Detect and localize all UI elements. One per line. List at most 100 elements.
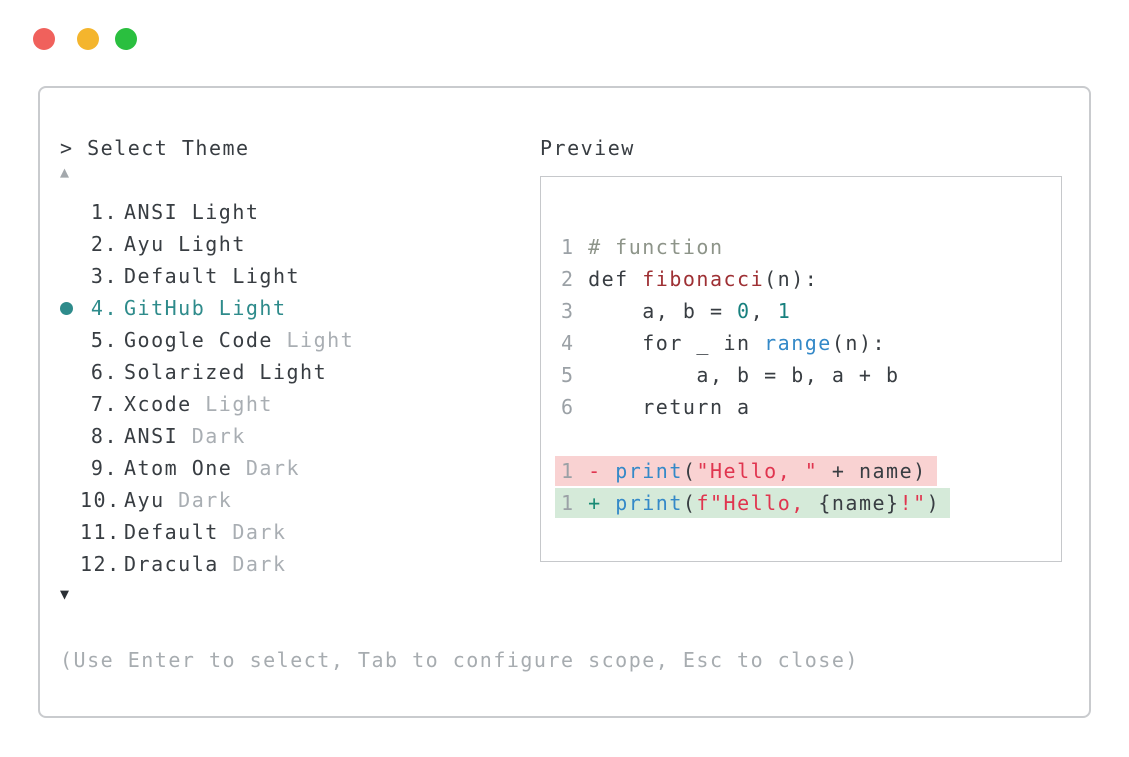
theme-item-number: 1. <box>90 200 118 224</box>
code-token-string: f"Hello, <box>696 491 819 515</box>
line-number: 1 <box>561 491 589 515</box>
code-token-num: 0 <box>737 299 751 323</box>
theme-variant: Dark <box>232 520 287 544</box>
theme-variant: Dark <box>245 456 301 480</box>
theme-item-label: Xcode Light <box>124 392 273 416</box>
theme-name: Ayu <box>124 488 179 512</box>
theme-item-default-dark[interactable]: 11.Default Dark <box>60 516 510 548</box>
theme-name: Google Code <box>124 328 287 352</box>
code-token-plain: (n): <box>764 267 819 291</box>
zoom-button-icon[interactable] <box>115 28 137 50</box>
theme-item-number: 6. <box>90 360 118 384</box>
code-token-func: fibonacci <box>642 267 765 291</box>
theme-item-number: 2. <box>90 232 118 256</box>
theme-name: Dracula <box>124 552 233 576</box>
theme-item-default-light[interactable]: 3.Default Light <box>60 260 510 292</box>
code-token-plus: + <box>588 491 616 515</box>
theme-item-number: 10. <box>80 488 121 512</box>
theme-name: Solarized <box>124 360 260 384</box>
code-line-content: 1 - print("Hello, " + name) <box>555 456 937 486</box>
theme-name: ANSI <box>124 200 192 224</box>
theme-item-label: ANSI Dark <box>124 424 246 448</box>
theme-item-ansi-light[interactable]: 1.ANSI Light <box>60 196 510 228</box>
theme-item-label: Atom One Dark <box>124 456 300 480</box>
theme-item-xcode-light[interactable]: 7.Xcode Light <box>60 388 510 420</box>
theme-name: GitHub <box>124 296 219 320</box>
theme-item-number: 11. <box>80 520 121 544</box>
theme-item-label: Dracula Dark <box>124 552 287 576</box>
theme-item-label: Solarized Light <box>124 360 327 384</box>
code-line: 3 a, b = 0, 1 <box>561 295 950 327</box>
code-line: 6 return a <box>561 391 950 423</box>
theme-item-number: 3. <box>90 264 118 288</box>
theme-variant: Light <box>259 360 328 384</box>
scroll-up-icon[interactable]: ▲ <box>60 163 71 181</box>
theme-item-label: Google Code Light <box>124 328 354 352</box>
theme-variant: Dark <box>191 424 246 448</box>
line-number: 6 <box>561 395 589 419</box>
code-line <box>561 423 950 455</box>
line-number: 5 <box>561 363 589 387</box>
dialog-prompt: > Select Theme <box>60 136 250 160</box>
theme-item-label: Default Light <box>124 264 300 288</box>
close-button-icon[interactable] <box>33 28 55 50</box>
theme-variant: Light <box>191 200 260 224</box>
code-line-content: 5 a, b = b, a + b <box>555 360 910 390</box>
line-number: 4 <box>561 331 589 355</box>
theme-item-label: Ayu Light <box>124 232 246 256</box>
theme-item-number: 5. <box>90 328 118 352</box>
theme-name: Default <box>124 264 233 288</box>
theme-item-ayu-dark[interactable]: 10.Ayu Dark <box>60 484 510 516</box>
code-token-plain: return a <box>588 395 751 419</box>
theme-item-github-light[interactable]: 4.GitHub Light <box>60 292 510 324</box>
code-line: 2 def fibonacci(n): <box>561 263 950 295</box>
theme-variant: Light <box>178 232 246 256</box>
theme-item-number: 12. <box>80 552 121 576</box>
code-token-plain: + name) <box>818 459 927 483</box>
theme-item-number: 8. <box>90 424 118 448</box>
code-line-diff-added: 1 + print(f"Hello, {name}!") <box>555 487 951 519</box>
minimize-button-icon[interactable] <box>77 28 99 50</box>
bullet-slot <box>60 301 80 315</box>
scroll-down-icon[interactable]: ▼ <box>60 585 71 603</box>
line-number: 3 <box>561 299 589 323</box>
theme-variant: Dark <box>178 488 233 512</box>
theme-item-dracula-dark[interactable]: 12.Dracula Dark <box>60 548 510 580</box>
code-token-comment: # function <box>588 235 724 259</box>
preview-label: Preview <box>540 136 635 160</box>
theme-item-label: Ayu Dark <box>124 488 232 512</box>
code-line: 5 a, b = b, a + b <box>561 359 950 391</box>
theme-item-google-code-light[interactable]: 5.Google Code Light <box>60 324 510 356</box>
code-line-content: 6 return a <box>555 392 761 422</box>
theme-variant: Dark <box>232 552 287 576</box>
selected-item-bullet-icon <box>60 301 73 315</box>
theme-variant: Light <box>232 264 301 288</box>
theme-item-label: ANSI Light <box>124 200 259 224</box>
code-token-plain: , <box>750 299 778 323</box>
theme-name: ANSI <box>124 424 192 448</box>
code-line-content: 1 # function <box>555 232 734 262</box>
code-line-content: 1 + print(f"Hello, {name}!") <box>555 488 951 518</box>
theme-variant: Light <box>205 392 273 416</box>
code-token-string: "Hello, " <box>696 459 819 483</box>
theme-item-ansi-dark[interactable]: 8.ANSI Dark <box>60 420 510 452</box>
code-line-content: 3 a, b = 0, 1 <box>555 296 801 326</box>
code-token-plain: for _ in <box>588 331 765 355</box>
theme-item-number: 9. <box>90 456 118 480</box>
code-token-plain: ( <box>682 459 697 483</box>
code-token-string: !" <box>899 491 927 515</box>
theme-item-solarized-light[interactable]: 6.Solarized Light <box>60 356 510 388</box>
line-number: 1 <box>561 459 589 483</box>
code-token-num: 1 <box>777 299 792 323</box>
theme-item-ayu-light[interactable]: 2.Ayu Light <box>60 228 510 260</box>
theme-name: Ayu <box>124 232 179 256</box>
theme-item-number: 7. <box>90 392 118 416</box>
code-token-plain: (n): <box>831 331 887 355</box>
code-token-plain: a, b = <box>588 299 738 323</box>
code-token-minus: - <box>588 459 616 483</box>
theme-item-atom-one-dark[interactable]: 9.Atom One Dark <box>60 452 510 484</box>
